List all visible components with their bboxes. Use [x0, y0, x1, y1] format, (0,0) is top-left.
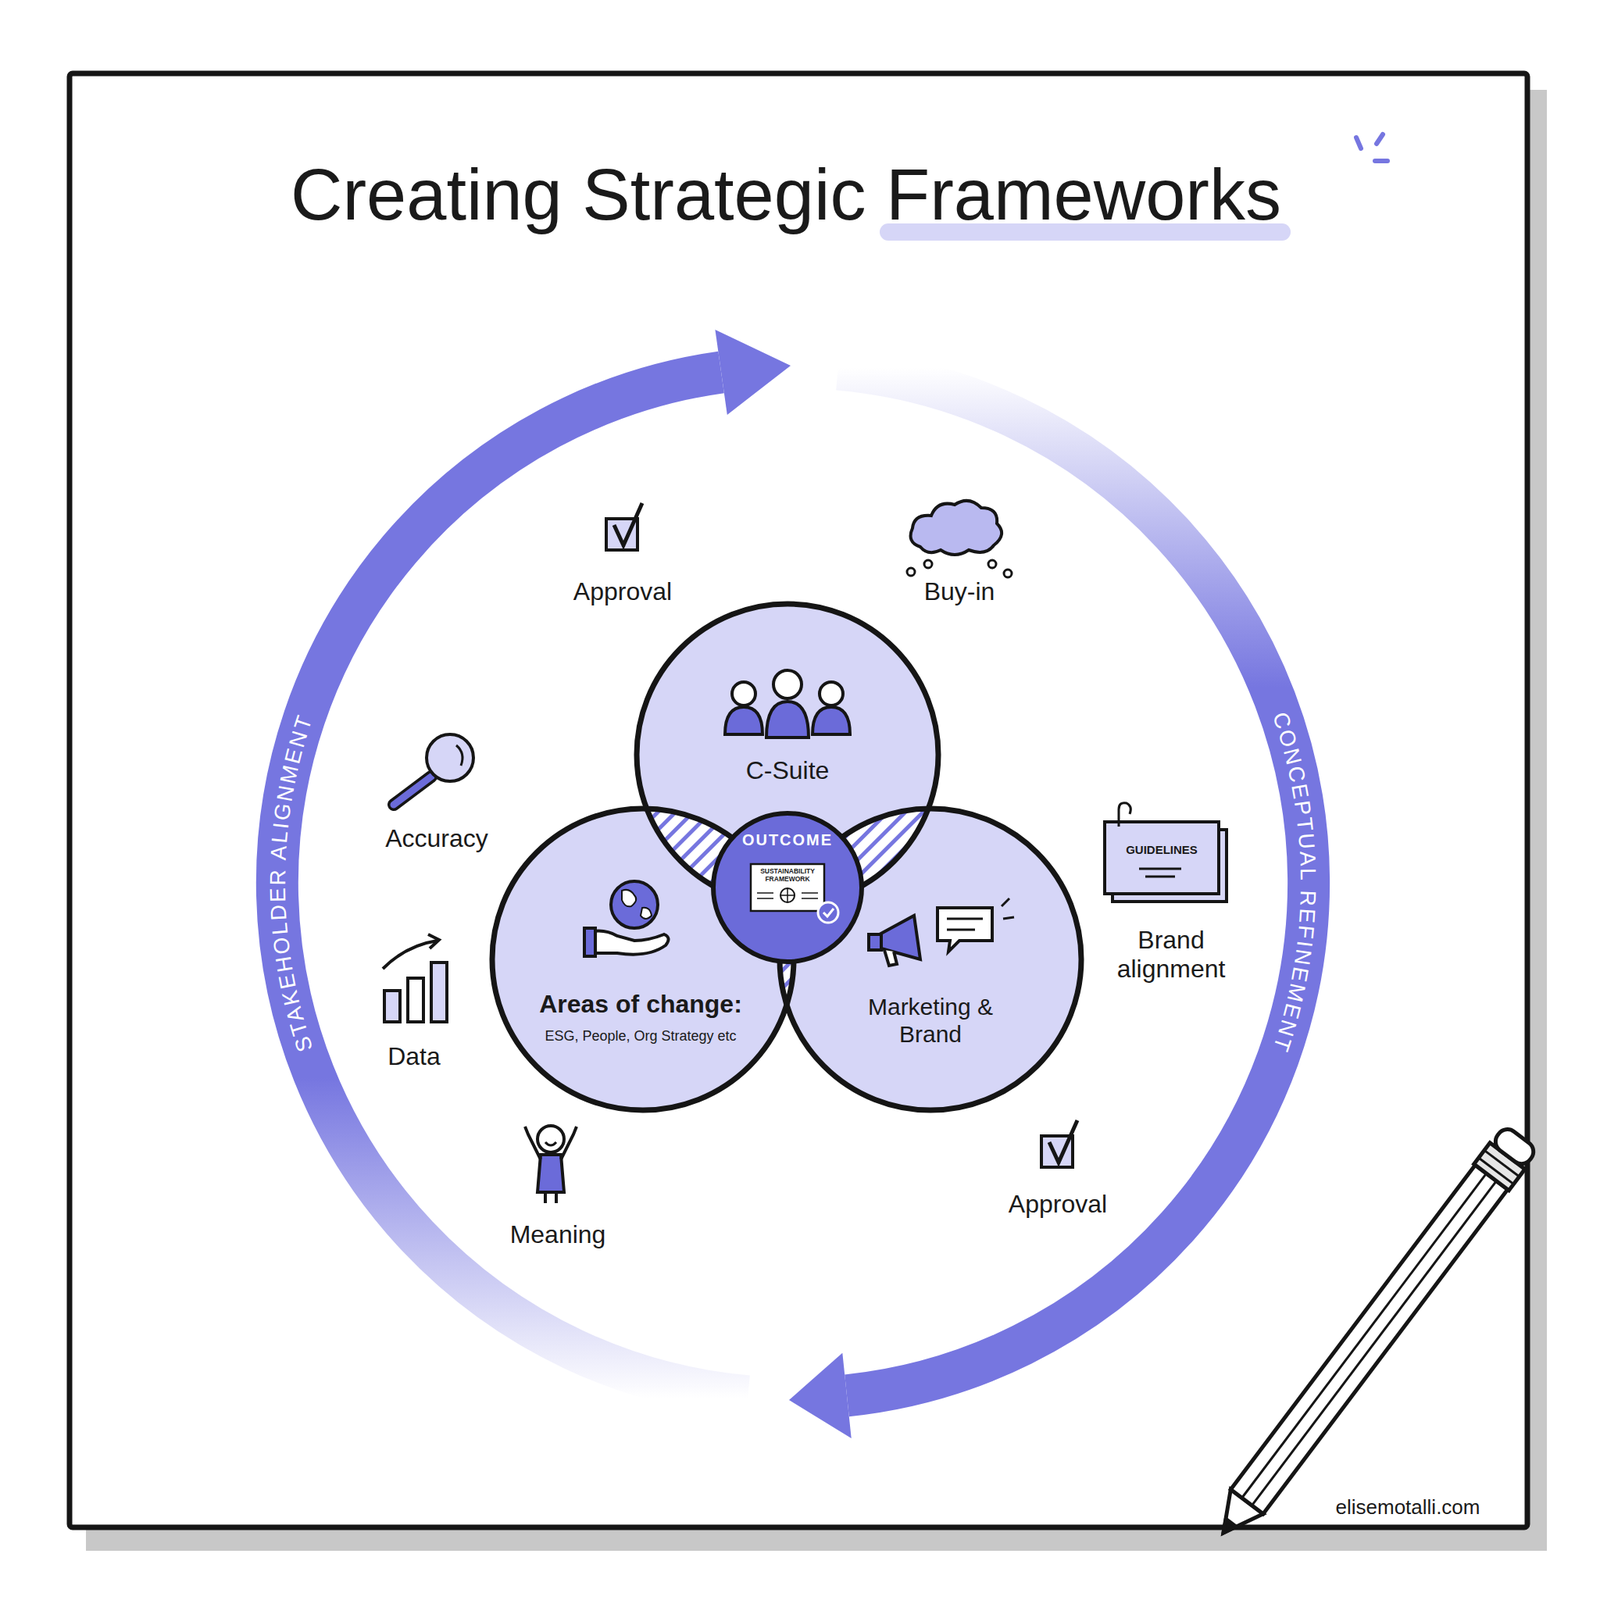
outcome-circle: OUTCOME SUSTAINABILITY FRAMEWORK: [713, 813, 862, 962]
label: Accuracy: [385, 824, 489, 854]
magnifier-icon: [393, 734, 474, 805]
cloud-icon: [907, 500, 1012, 578]
node-body: SUSTAINABILITY FRAMEWORK: [753, 867, 822, 884]
arrow-head: [714, 329, 791, 415]
node-heading: C-Suite: [746, 756, 830, 786]
sparkle: [1356, 134, 1388, 161]
bar-chart-icon: [382, 934, 447, 1022]
cycle-label: CONCEPTUAL REFINEMENT: [1267, 709, 1321, 1058]
label: Approval: [1008, 1189, 1108, 1219]
venn-circle: C-Suite: [636, 603, 939, 906]
arrow-head: [789, 1353, 852, 1439]
label: Approval: [573, 577, 672, 607]
pencil-icon: [1206, 1124, 1540, 1547]
label: Meaning: [510, 1220, 607, 1250]
node-heading: Areas of change:: [539, 989, 743, 1019]
cycle-label: STAKEHOLDER ALIGNMENT: [265, 710, 318, 1056]
globe-hand-icon: [584, 881, 669, 957]
label: Data: [387, 1042, 441, 1072]
label: elisemotalli.com: [1335, 1496, 1481, 1520]
node-body: ESG, People, Org Strategy etc: [544, 1028, 736, 1045]
venn-circle: Areas of change: ESG, People, Org Strateg…: [492, 808, 794, 1111]
checkbox-icon: [606, 503, 1078, 1168]
people-icon: [725, 670, 850, 738]
node-heading: Marketing & Brand: [866, 993, 996, 1048]
megaphone-icon: [868, 898, 1015, 966]
guidelines-card: [1104, 803, 1227, 902]
node-heading: OUTCOME: [742, 831, 833, 850]
venn: [492, 603, 1082, 1111]
title: Creating Strategic Frameworks: [290, 153, 1282, 237]
person-icon: [525, 1125, 577, 1204]
label: Buy-in: [924, 577, 996, 607]
label: GUIDELINES: [1125, 842, 1198, 857]
frame: [69, 73, 1528, 1528]
label: Brand alignment: [1100, 925, 1242, 984]
venn-circle: Marketing & Brand: [779, 808, 1082, 1111]
